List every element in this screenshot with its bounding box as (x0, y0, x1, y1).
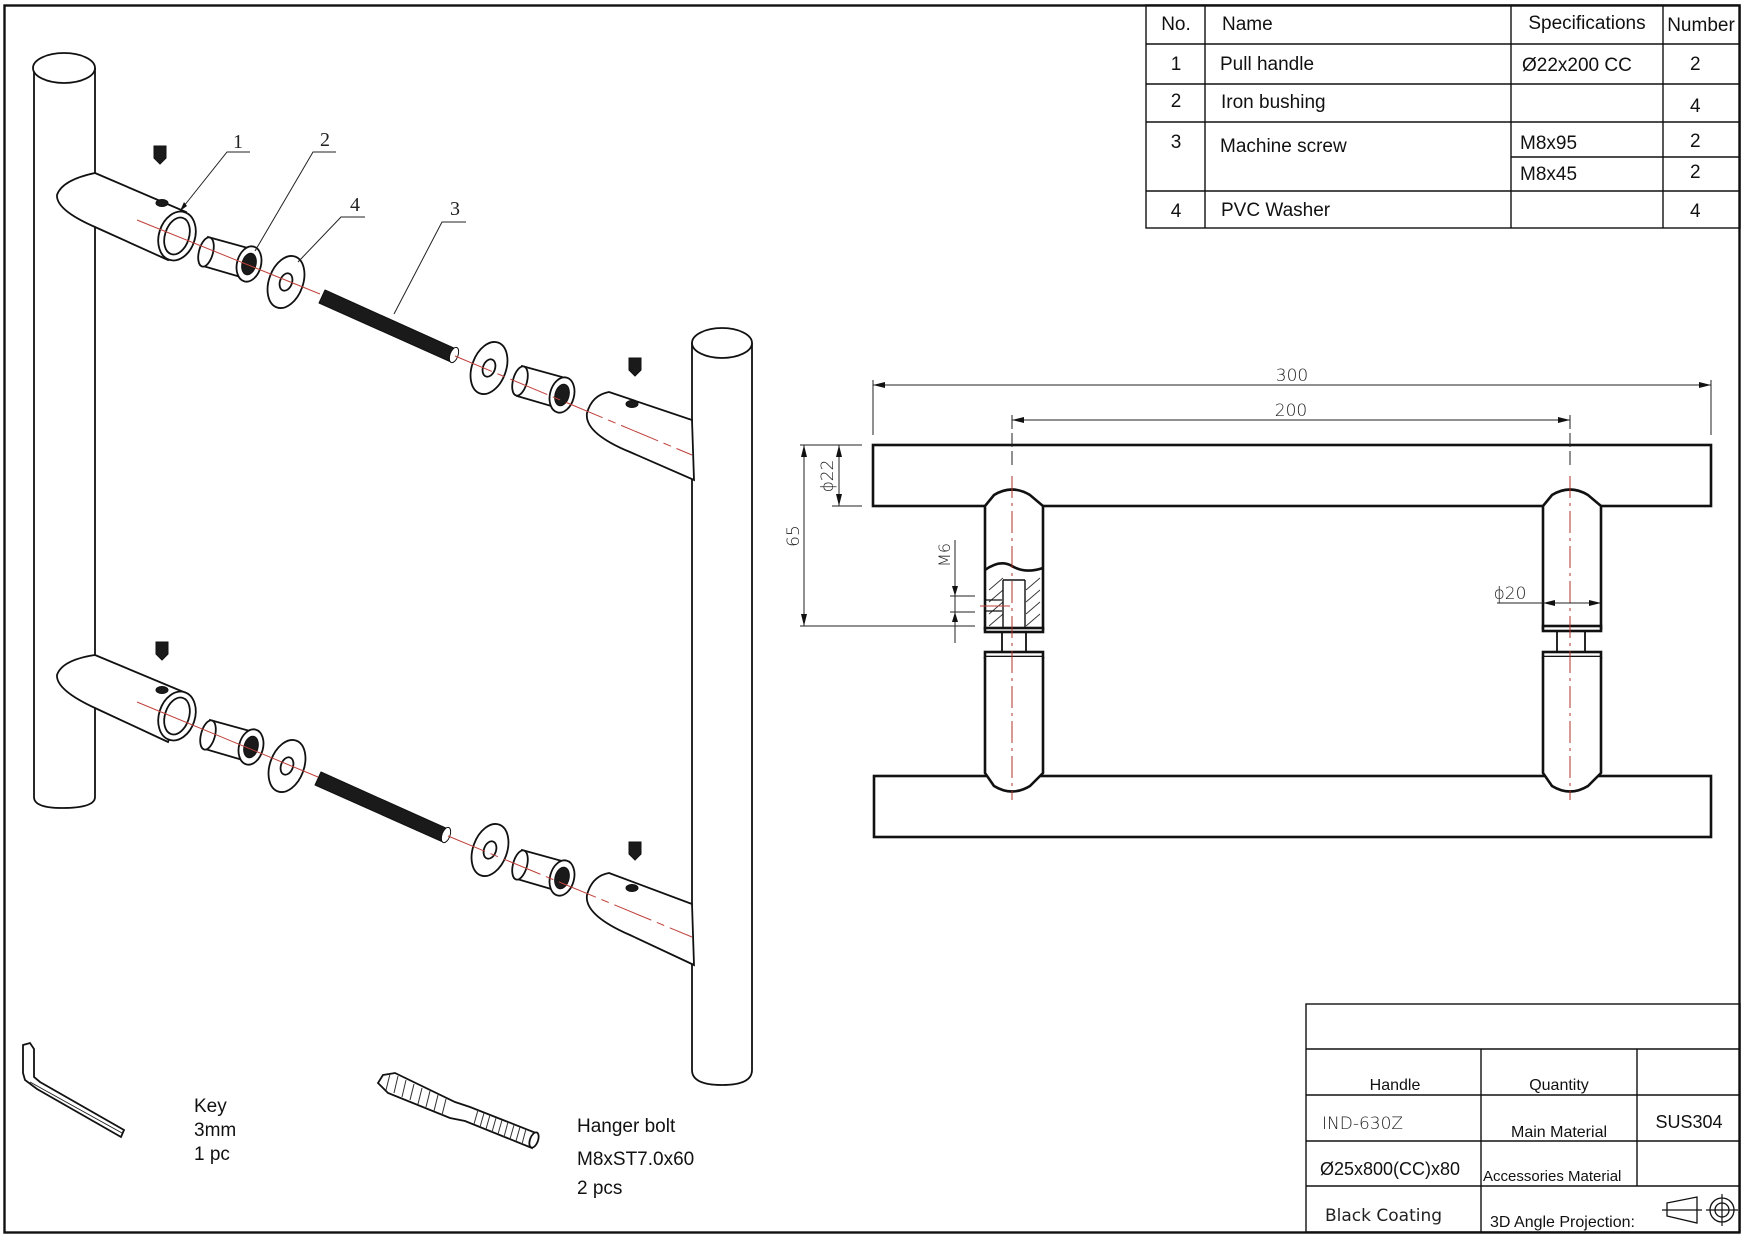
dimension-overall-length: 300 (872, 366, 1712, 435)
row-number: 4 (1690, 96, 1701, 117)
row-no: 3 (1171, 132, 1182, 153)
accessories-material-label: Accessories Material (1483, 1168, 1621, 1185)
pull-handle-arm (586, 391, 695, 482)
left-post (980, 488, 1045, 793)
callout-1: 1 (179, 131, 250, 212)
callout-2: 2 (254, 129, 336, 252)
table-header-number: Number (1667, 15, 1735, 36)
set-screw-icon (628, 357, 642, 377)
machine-screw (314, 771, 452, 844)
pvc-washer (267, 739, 307, 793)
key-size: 3mm (194, 1120, 236, 1141)
row-name: PVC Washer (1221, 200, 1331, 221)
dimension-label: M6 (935, 543, 954, 567)
row-number: 4 (1690, 201, 1701, 222)
right-post (1541, 488, 1603, 793)
main-material-label: Main Material (1511, 1124, 1607, 1141)
callout-label: 3 (450, 198, 460, 220)
hanger-bolt-spec: M8xST7.0x60 (577, 1149, 694, 1170)
set-screw-icon (628, 841, 642, 861)
right-pole (691, 327, 753, 1086)
callout-label: 2 (320, 129, 330, 151)
front-view: 300 200 ϕ22 65 (784, 366, 1713, 839)
table-header-specifications: Specifications (1528, 13, 1645, 34)
iron-bushing (511, 364, 576, 414)
title-block: Handle Quantity IND-630Z Main Material S… (1305, 1003, 1741, 1233)
dimension-post-diameter: ϕ20 (1494, 584, 1601, 606)
dimension-label: ϕ20 (1494, 584, 1527, 604)
machine-screw (318, 289, 460, 364)
model-number: IND-630Z (1322, 1114, 1403, 1134)
set-screw-icon (155, 641, 169, 661)
iron-bushing (199, 718, 265, 766)
exploded-view: 1 2 4 3 (32, 52, 753, 1086)
parts-table: No. Name Specifications Number 1 Pull ha… (1145, 4, 1741, 229)
row-name: Pull handle (1220, 54, 1314, 75)
table-row: 2 Iron bushing 4 (1171, 91, 1701, 117)
product-size: Ø25x800(CC)x80 (1320, 1159, 1460, 1179)
hanger-bolt (376, 1072, 540, 1150)
table-row: 3 Machine screw M8x95 2 M8x45 2 (1171, 131, 1701, 185)
dimension-label: 200 (1275, 401, 1307, 421)
pull-handle-arm (586, 872, 695, 967)
key-label: Key (194, 1096, 227, 1117)
row-number: 2 (1690, 162, 1701, 183)
key-qty: 1 pc (194, 1144, 230, 1165)
row-name: Iron bushing (1221, 92, 1326, 113)
third-angle-projection-icon (1662, 1194, 1738, 1226)
pvc-washer (266, 255, 306, 309)
dimension-label: ϕ22 (818, 460, 838, 493)
pvc-washer (469, 341, 509, 395)
callout-4: 4 (297, 194, 365, 263)
row-spec: M8x45 (1520, 164, 1577, 185)
callout-label: 1 (233, 131, 243, 153)
callout-label: 4 (350, 194, 360, 216)
parts-table-frame (1145, 4, 1741, 229)
iron-bushing (511, 848, 576, 897)
row-no: 1 (1171, 54, 1182, 75)
dimension-label: 65 (784, 525, 804, 547)
row-number: 2 (1690, 54, 1701, 75)
callout-3: 3 (393, 198, 466, 315)
row-no: 2 (1171, 91, 1182, 112)
hanger-bolt-label: Hanger bolt (577, 1116, 676, 1137)
row-name: Machine screw (1220, 136, 1347, 157)
sheet-border (3, 4, 1741, 1234)
table-row: 1 Pull handle Ø22x200 CC 2 (1171, 54, 1701, 76)
product-label: Handle (1370, 1077, 1421, 1094)
finish: Black Coating (1325, 1206, 1442, 1226)
main-material-value: SUS304 (1655, 1112, 1722, 1132)
dimension-center-to-center: 200 (1011, 401, 1571, 466)
quantity-label: Quantity (1529, 1077, 1589, 1094)
table-row: 4 PVC Washer 4 (1171, 200, 1701, 222)
row-no: 4 (1171, 201, 1182, 222)
table-header-no: No. (1161, 14, 1191, 35)
dimension-label: 300 (1276, 366, 1308, 386)
projection-label: 3D Angle Projection: (1490, 1214, 1635, 1231)
assembly-axis (136, 219, 693, 938)
row-spec: Ø22x200 CC (1522, 55, 1632, 76)
pvc-washer (470, 823, 510, 877)
dimension-projection: 65 (784, 444, 975, 627)
row-spec: M8x95 (1520, 133, 1577, 154)
left-pole (32, 52, 96, 809)
row-number: 2 (1690, 131, 1701, 152)
iron-bushing (197, 235, 263, 283)
dimension-thread: M6 (935, 540, 975, 643)
hex-key (22, 1041, 126, 1139)
set-screw-icon (153, 145, 167, 165)
dimension-bar-diameter: ϕ22 (818, 444, 862, 507)
hanger-bolt-qty: 2 pcs (577, 1178, 622, 1199)
table-header-name: Name (1222, 14, 1273, 35)
pull-handle-arm (56, 654, 197, 744)
